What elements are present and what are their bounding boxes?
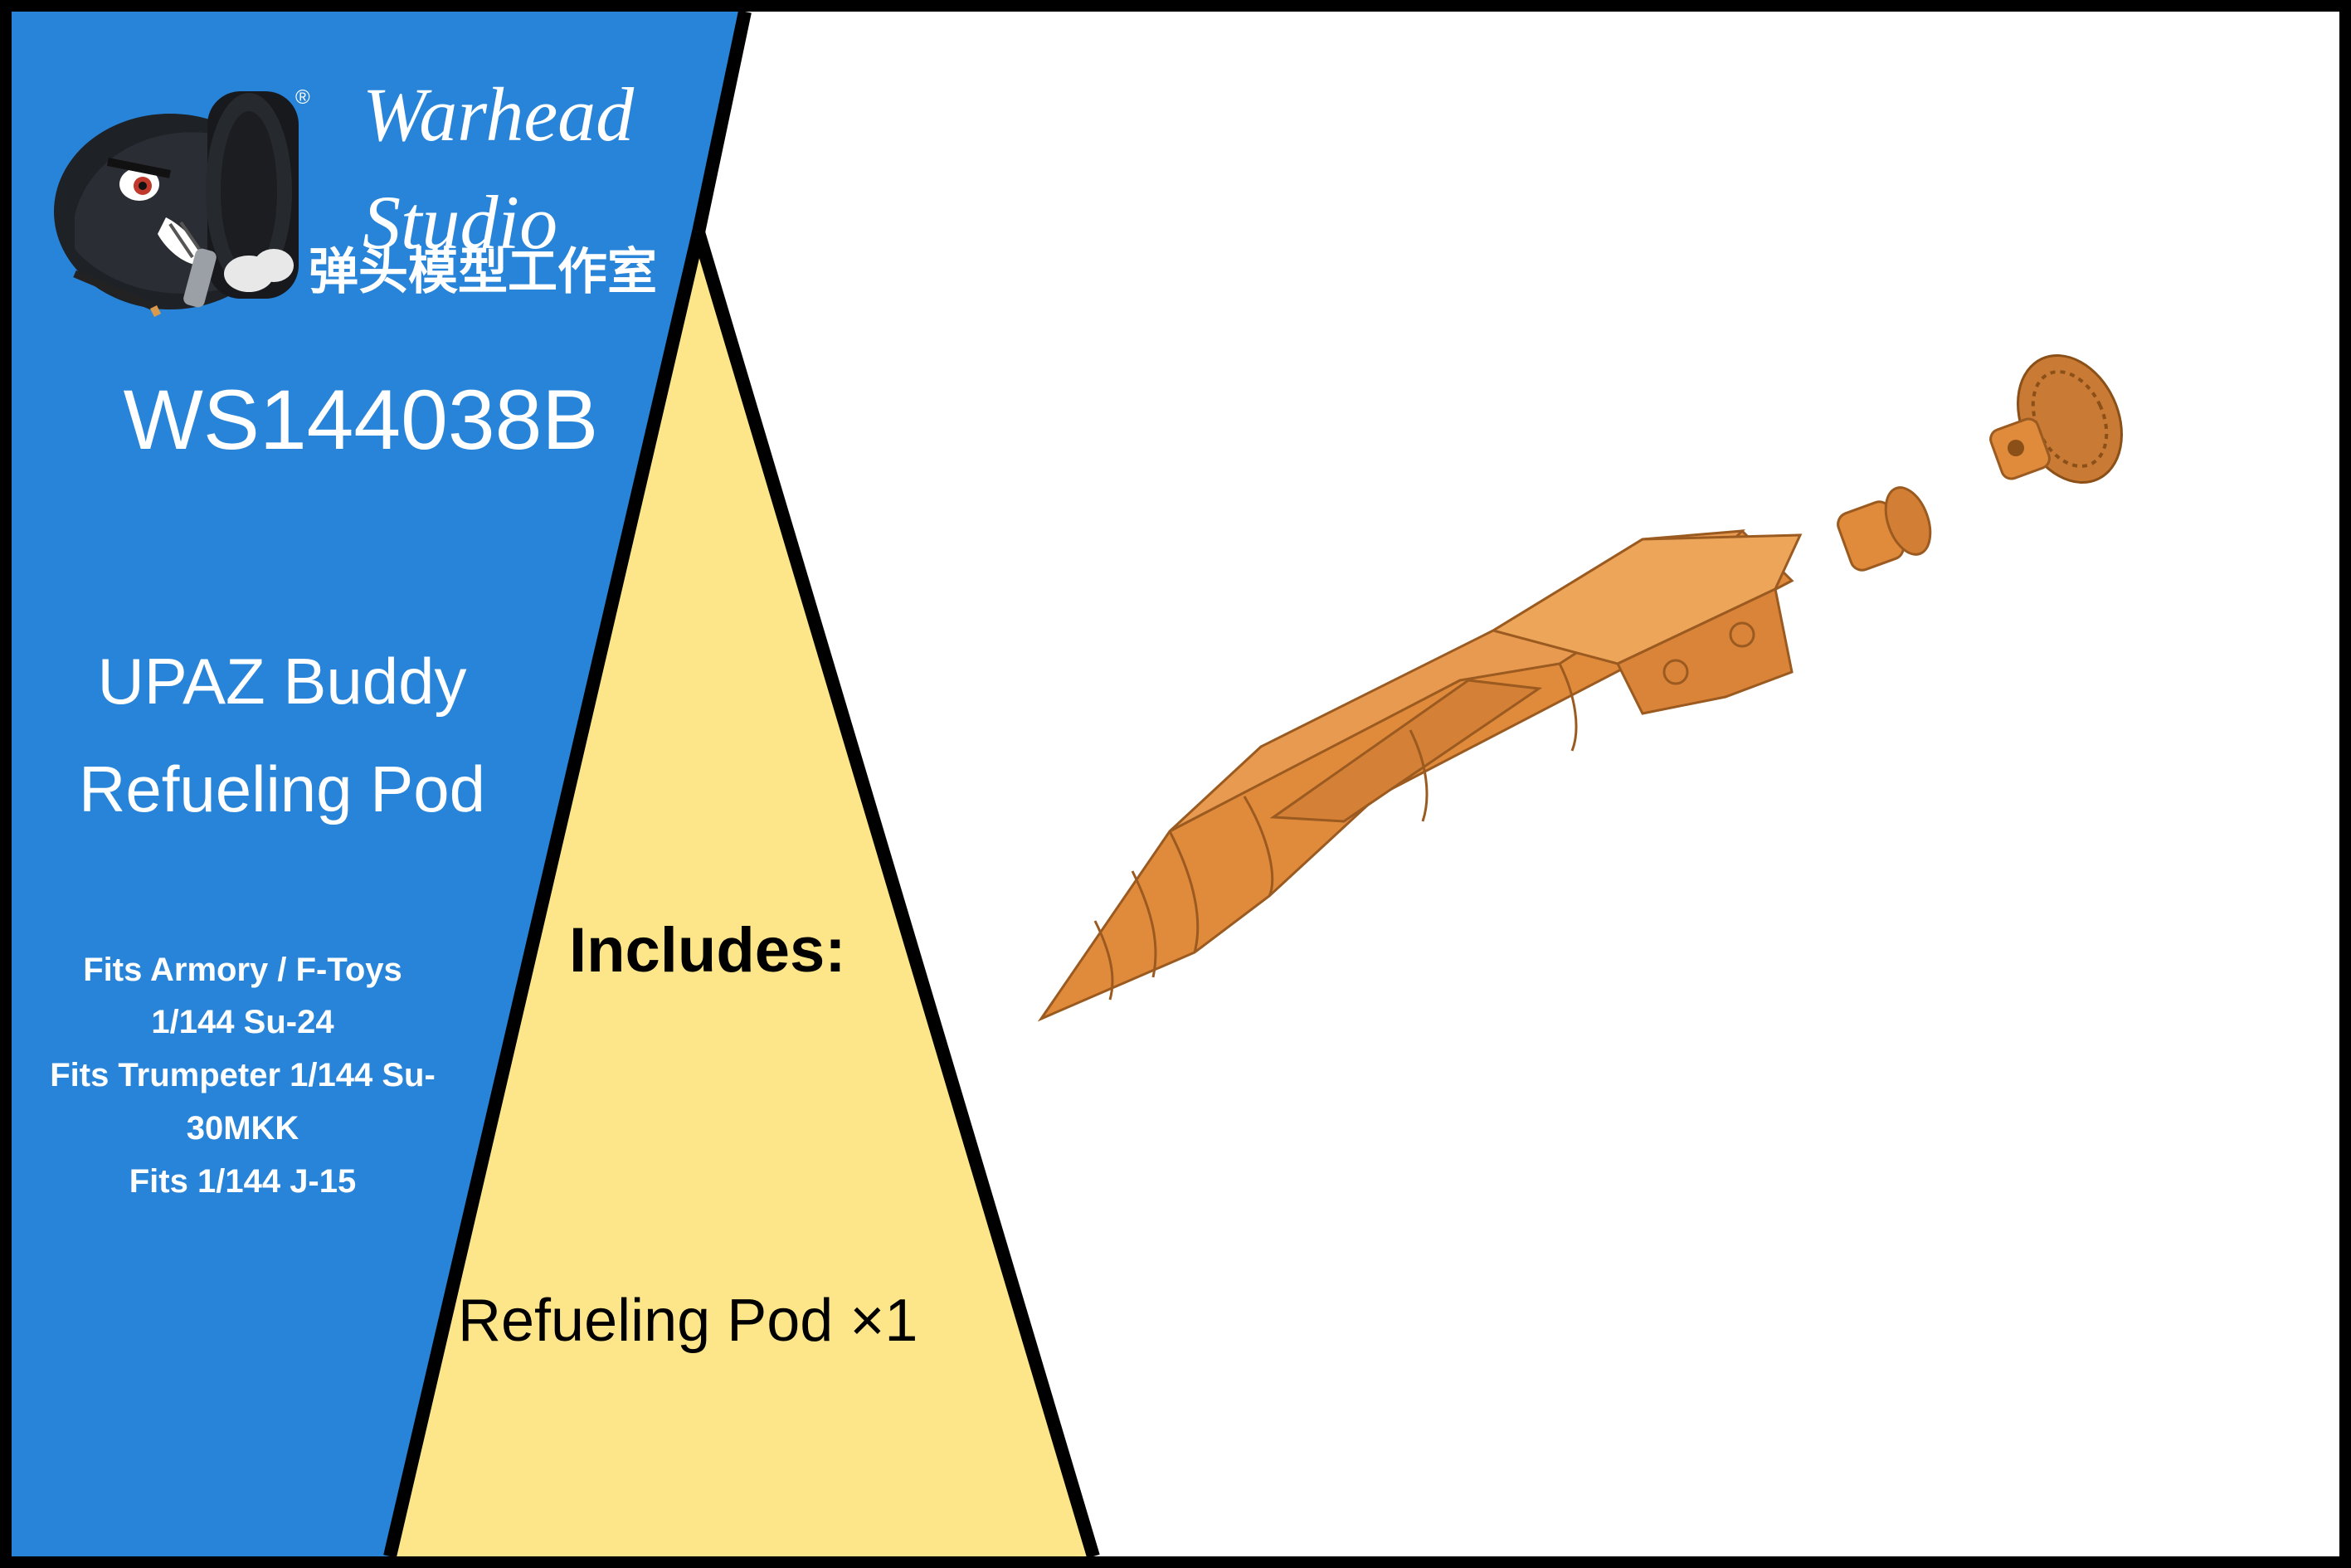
drogue-basket bbox=[1989, 353, 2123, 485]
drogue-cylinder bbox=[1837, 486, 1932, 572]
registered-mark: ® bbox=[295, 86, 310, 109]
fits-line: Fits Trumpeter 1/144 Su- bbox=[50, 1057, 436, 1093]
fits-line: 30MKK bbox=[186, 1110, 299, 1147]
fits-line: 1/144 Su-24 bbox=[151, 1004, 334, 1040]
includes-item: Refueling Pod ×1 bbox=[458, 1288, 918, 1354]
product-code: WS144038B bbox=[123, 373, 599, 467]
brand-name-line1: Warhead bbox=[363, 72, 635, 157]
refueling-pod-illustration bbox=[1037, 353, 2123, 1022]
blue-panel bbox=[12, 12, 745, 1556]
fits-line: Fits Armory / F-Toys bbox=[83, 952, 402, 988]
product-title-line1: UPAZ Buddy bbox=[97, 645, 467, 718]
yellow-panel bbox=[390, 232, 1093, 1556]
product-title-line2: Refueling Pod bbox=[78, 752, 485, 825]
brand-name-cn: 弹头模型工作室 bbox=[309, 243, 657, 301]
fits-line: Fits 1/144 J-15 bbox=[129, 1163, 357, 1200]
includes-heading: Includes: bbox=[569, 915, 846, 986]
bomb-mascot-icon bbox=[54, 91, 299, 318]
brand-name-line2: Studio bbox=[363, 180, 558, 265]
